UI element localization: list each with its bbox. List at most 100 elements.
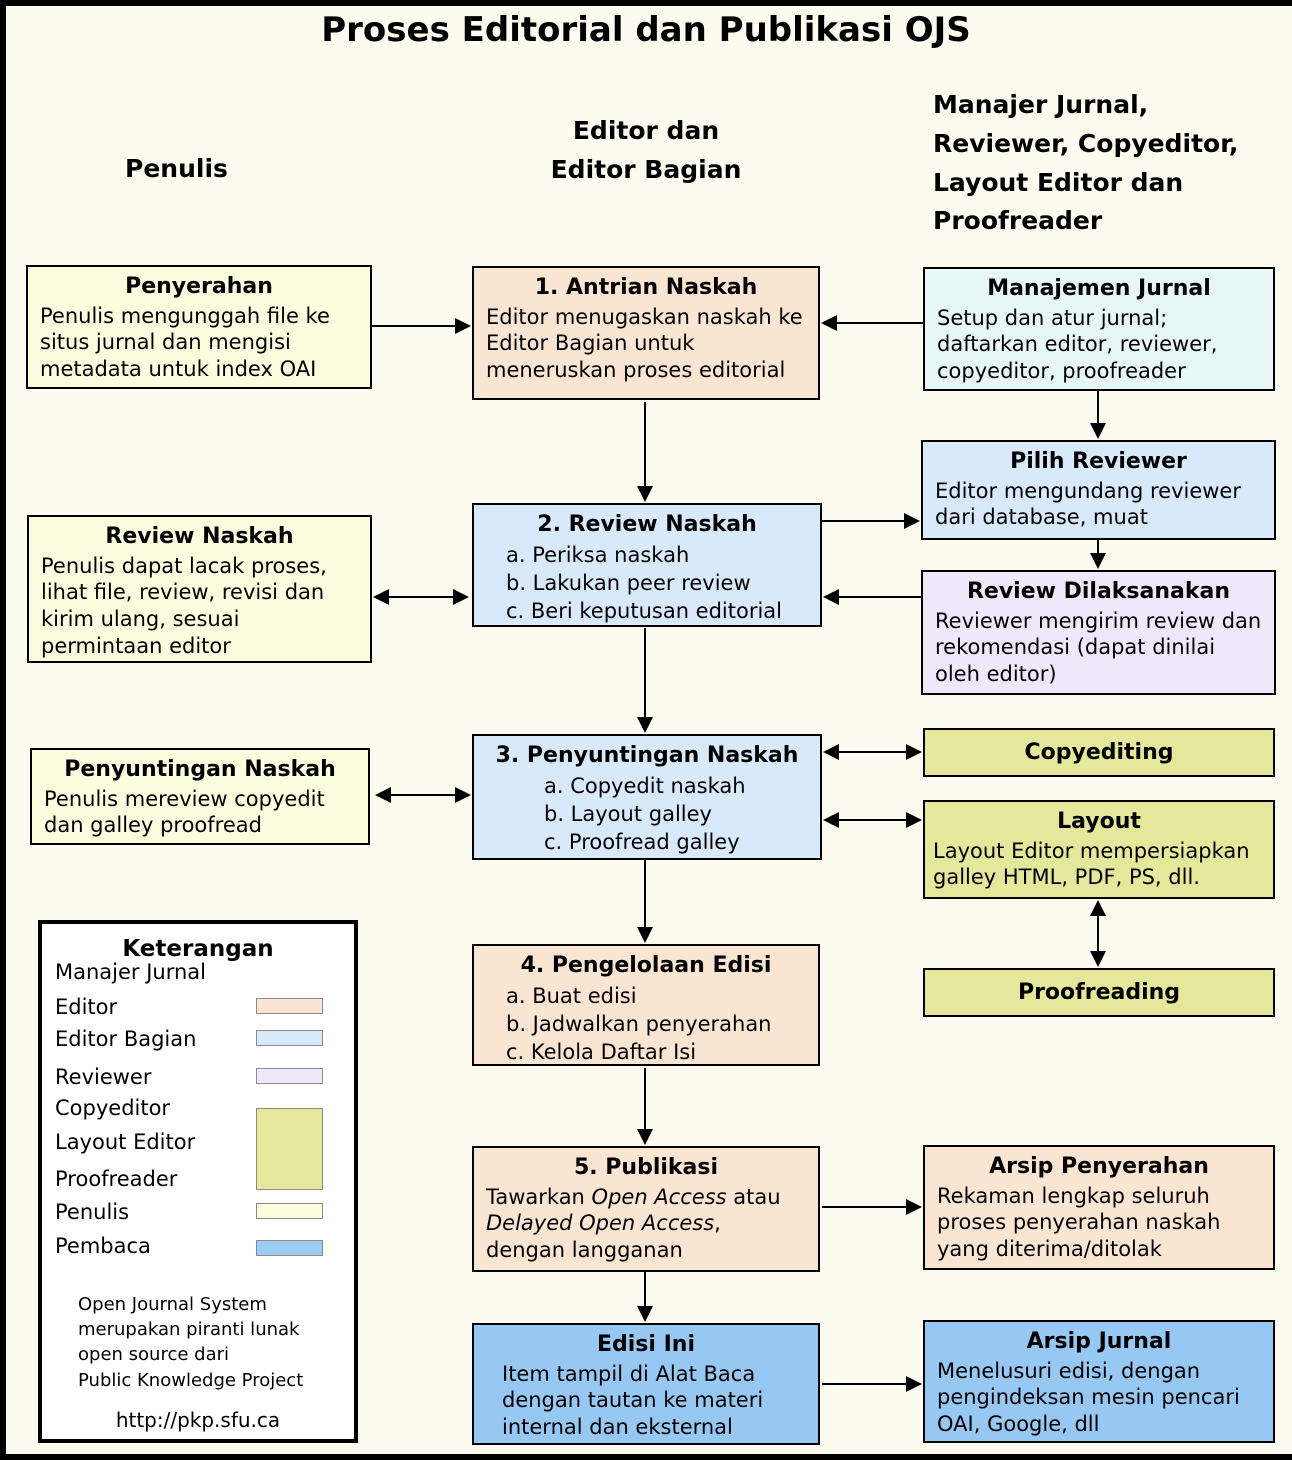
- arrow-shaft: [644, 1068, 646, 1130]
- box-arsip-penyerahan-title: Arsip Penyerahan: [989, 1154, 1209, 1179]
- box-pengelolaan-edisi-title: 4. Pengelolaan Edisi: [520, 953, 772, 978]
- arrow-shaft: [644, 860, 646, 928]
- arrow-shaft: [822, 1206, 907, 1208]
- legend-swatch-pembaca: [256, 1240, 323, 1256]
- diagram-title: Proses Editorial dan Publikasi OJS: [321, 10, 971, 50]
- arrow-shaft: [836, 322, 923, 324]
- body-text: Tawarkan: [486, 1184, 592, 1209]
- arrow-shaft: [372, 325, 456, 327]
- legend-label-copyeditor: Copyeditor: [55, 1096, 171, 1120]
- box-penyerahan-title: Penyerahan: [125, 274, 273, 299]
- arrow-shaft: [1097, 391, 1099, 424]
- arrow-shaft: [822, 1383, 907, 1385]
- list-item: b. Layout galley: [544, 801, 712, 826]
- column-header-penulis: Penulis: [125, 154, 228, 183]
- legend-label-pembaca: Pembaca: [55, 1234, 151, 1258]
- box-penyuntingan-naskah: 3. Penyuntingan Naskah a. Copyedit naska…: [472, 734, 822, 860]
- arrowhead-right: [455, 318, 471, 334]
- box-review-dilaksanakan-body: Reviewer mengirim review dan rekomendasi…: [935, 608, 1262, 687]
- box-edisi-ini-title: Edisi Ini: [596, 1332, 695, 1357]
- arrow-shaft: [838, 751, 907, 753]
- arrow-shaft: [1097, 540, 1099, 554]
- box-publikasi: 5. Publikasi Tawarkan Open Access atau D…: [472, 1146, 820, 1272]
- arrow-shaft: [388, 596, 454, 598]
- legend-title: Keterangan: [122, 936, 274, 962]
- arrow-penyuntingan-to-layout: [823, 812, 922, 828]
- box-antrian-naskah-body: Editor menugaskan naskah ke Editor Bagia…: [486, 304, 803, 383]
- box-copyediting: Copyediting: [923, 728, 1275, 777]
- box-manajemen-jurnal: Manajemen Jurnal Setup dan atur jurnal; …: [923, 267, 1275, 391]
- arrowhead-down: [637, 1129, 653, 1145]
- arrowhead-left: [823, 744, 839, 760]
- legend-label-editor-bagian: Editor Bagian: [55, 1027, 197, 1051]
- box-antrian-naskah-title: 1. Antrian Naskah: [534, 275, 758, 300]
- arrowhead-down: [637, 927, 653, 943]
- frame-left: [0, 0, 6, 1460]
- box-review-dilaksanakan: Review Dilaksanakan Reviewer mengirim re…: [921, 570, 1276, 695]
- box-copyediting-title: Copyediting: [1024, 739, 1174, 765]
- arrowhead-down: [1090, 553, 1106, 569]
- box-publikasi-title: 5. Publikasi: [573, 1155, 719, 1180]
- arrowhead-right: [906, 1376, 922, 1392]
- box-proofreading-title: Proofreading: [1017, 979, 1181, 1005]
- arrowhead-right: [455, 787, 471, 803]
- arrow-shaft: [390, 794, 456, 796]
- frame-bottom: [0, 1454, 1292, 1460]
- arrow-penyerahan-to-antrian: [372, 318, 471, 334]
- legend-swatch-copyeditor-layout-proofreader: [256, 1108, 323, 1190]
- arrow-penyuntingan-to-copyediting: [823, 744, 922, 760]
- legend-label-reviewer: Reviewer: [55, 1065, 152, 1089]
- legend-label-proofreader: Proofreader: [55, 1167, 178, 1191]
- box-review-naskah-penulis-body: Penulis dapat lacak proses, lihat file, …: [41, 553, 327, 659]
- legend-swatch-reviewer: [256, 1068, 323, 1084]
- box-review-naskah-penulis: Review Naskah Penulis dapat lacak proses…: [27, 515, 372, 663]
- box-arsip-jurnal: Arsip Jurnal Menelusuri edisi, dengan pe…: [923, 1320, 1275, 1443]
- box-layout-title: Layout: [1057, 809, 1141, 834]
- body-text: atau: [726, 1184, 781, 1209]
- arrow-shaft: [822, 520, 905, 522]
- arrowhead-right: [453, 589, 469, 605]
- arrow-publikasi-to-arsip-penyerahan: [822, 1199, 922, 1215]
- list-item: b. Lakukan peer review: [506, 570, 751, 595]
- body-text: , dengan langganan: [486, 1211, 721, 1263]
- arrow-shaft: [838, 819, 907, 821]
- list-item: c. Kelola Daftar Isi: [506, 1040, 697, 1065]
- box-penyerahan: Penyerahan Penulis mengunggah file ke si…: [26, 265, 372, 389]
- arrow-review-dilaksanakan-to-review: [823, 589, 921, 605]
- legend-url: http://pkp.sfu.ca: [115, 1408, 281, 1432]
- arrow-layout-to-proofreading: [1090, 900, 1106, 967]
- box-review-dilaksanakan-title: Review Dilaksanakan: [966, 579, 1231, 604]
- arrow-review-to-pilih-reviewer: [822, 513, 920, 529]
- box-review-naskah-title: 2. Review Naskah: [537, 512, 757, 537]
- arrowhead-down: [637, 1306, 653, 1322]
- box-penyuntingan-naskah-penulis-title: Penyuntingan Naskah: [64, 757, 336, 782]
- box-arsip-jurnal-body: Menelusuri edisi, dengan pengindeksan me…: [937, 1358, 1240, 1437]
- arrow-shaft: [644, 402, 646, 487]
- list-item: c. Beri keputusan editorial: [506, 599, 783, 624]
- arrowhead-down: [1090, 951, 1106, 967]
- list-item: a. Copyedit naskah: [544, 773, 746, 798]
- arrowhead-right: [906, 1199, 922, 1215]
- arrow-review-to-penyuntingan: [637, 628, 653, 733]
- box-pilih-reviewer-title: Pilih Reviewer: [1010, 449, 1187, 474]
- arrowhead-down: [637, 717, 653, 733]
- arrow-shaft: [644, 628, 646, 718]
- box-layout-body: Layout Editor mempersiapkan galley HTML,…: [933, 838, 1250, 890]
- legend-swatch-editor: [256, 998, 323, 1014]
- arrow-pilih-reviewer-to-review-dilaksanakan: [1090, 540, 1106, 569]
- box-penyuntingan-naskah-penulis-body: Penulis mereview copyedit dan galley pro…: [44, 786, 325, 838]
- box-review-naskah: 2. Review Naskah a. Periksa naskah b. La…: [472, 503, 822, 627]
- arrow-penyuntingan-to-pengelolaan: [637, 860, 653, 943]
- legend-label-manajer-jurnal: Manajer Jurnal: [55, 960, 207, 984]
- box-edisi-ini-body: Item tampil di Alat Baca dengan tautan k…: [502, 1361, 764, 1440]
- legend-label-penulis: Penulis: [55, 1200, 130, 1224]
- box-edisi-ini: Edisi Ini Item tampil di Alat Baca denga…: [472, 1323, 820, 1445]
- arrow-penyuntingan-naskah-to-penyuntingan: [375, 787, 471, 803]
- arrowhead-down: [1090, 423, 1106, 439]
- box-penyuntingan-naskah-title: 3. Penyuntingan Naskah: [495, 743, 799, 768]
- box-penyuntingan-naskah-penulis: Penyuntingan Naskah Penulis mereview cop…: [30, 748, 370, 845]
- list-item: c. Proofread galley: [544, 830, 740, 855]
- arrowhead-down: [637, 486, 653, 502]
- arrowhead-left: [821, 315, 837, 331]
